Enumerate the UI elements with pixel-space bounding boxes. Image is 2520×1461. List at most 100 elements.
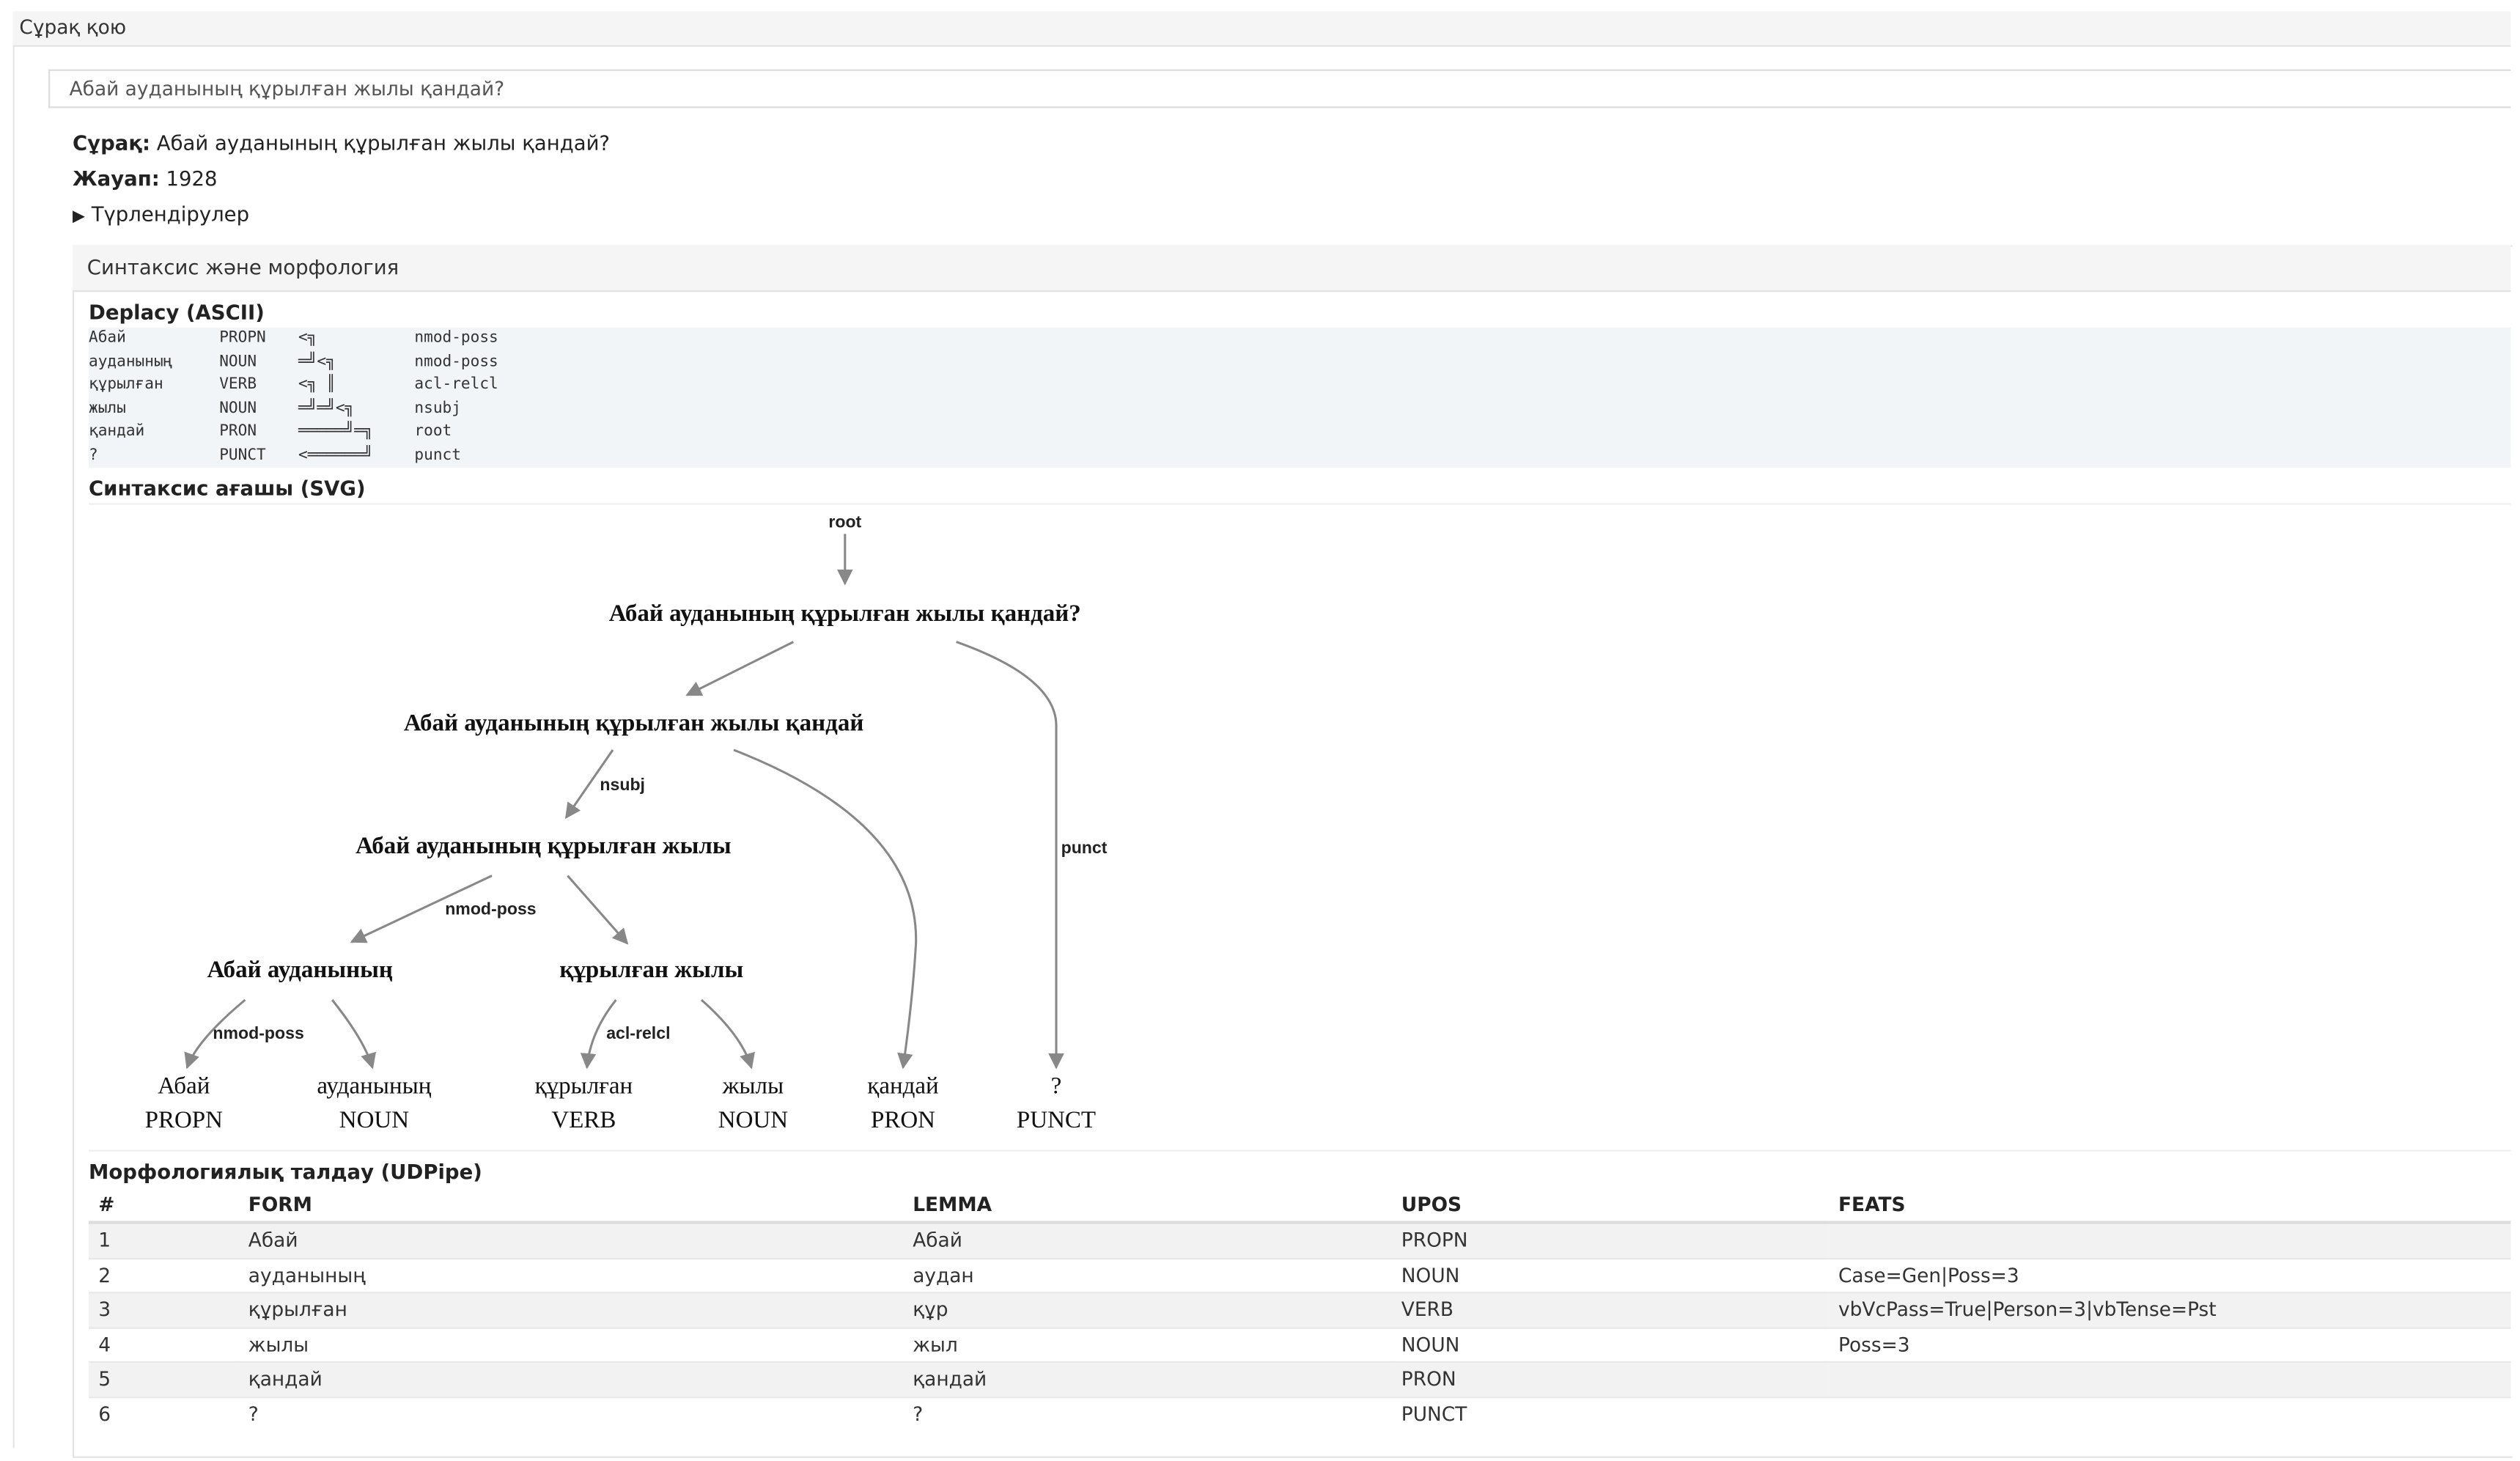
deplacy-upos: PROPN: [219, 328, 266, 347]
tree-leaf-form: құрылған: [535, 1073, 633, 1100]
table-cell: PROPN: [1391, 1221, 1829, 1258]
answer-line: Жауап: 1928: [73, 166, 217, 191]
deplacy-rel: nmod-poss: [414, 328, 498, 347]
section-header: Сұрақ қою: [12, 11, 2511, 47]
answer-label: Жауап:: [73, 166, 160, 191]
tree-panel: [89, 503, 2511, 1152]
question-value: Абай ауданының құрылған жылы қандай?: [156, 130, 611, 155]
tree-leaf-upos: NOUN: [718, 1107, 788, 1133]
column-header: FEATS: [1828, 1188, 2511, 1224]
edge-n3-noun: [331, 999, 377, 1070]
table-cell: 4: [89, 1326, 239, 1362]
table-cell: 1: [89, 1221, 239, 1258]
triangle-right-icon: ▶: [73, 207, 85, 226]
tree-node: құрылған жылы: [559, 957, 743, 983]
divider: [12, 45, 15, 1449]
column-header: FORM: [238, 1188, 904, 1224]
table-cell: ?: [903, 1396, 1392, 1431]
table-cell: қандай: [238, 1361, 904, 1397]
transforms-label: Түрлендірулер: [91, 202, 250, 226]
table-cell: құрылған: [238, 1292, 904, 1328]
table-cell: 5: [89, 1361, 239, 1397]
deplacy-arrows: <══════╝: [298, 446, 373, 465]
table-cell: Case=Gen|Poss=3: [1828, 1256, 2511, 1293]
table-cell: жыл: [903, 1326, 1392, 1362]
table-cell: аудан: [903, 1256, 1392, 1293]
table-cell: қандай: [903, 1361, 1392, 1397]
deplacy-arrows: <╗: [298, 328, 317, 347]
tree-leaf-form: ?: [1051, 1073, 1062, 1100]
tree-leaf-form: жылы: [722, 1073, 784, 1100]
table-cell: vbVcPass=True|Person=3|vbTense=Pst: [1828, 1292, 2511, 1328]
deplacy-arrows: <╗ ║: [298, 376, 336, 394]
edge-label-punct: punct: [1061, 838, 1108, 857]
edge-nsubj: [564, 749, 614, 820]
deplacy-form: ауданының: [89, 352, 173, 371]
edge-label-root: root: [828, 512, 861, 531]
question-line: Сұрақ: Абай ауданының құрылған жылы қанд…: [73, 130, 610, 155]
column-header: UPOS: [1391, 1188, 1829, 1224]
tree-leaf-upos: VERB: [551, 1107, 616, 1133]
table-cell: құр: [903, 1292, 1392, 1328]
edge-n2-n4: [567, 875, 629, 945]
tree-leaf-upos: PROPN: [145, 1107, 224, 1133]
tree-node: Абай ауданының құрылған жылы қандай?: [609, 600, 1081, 627]
table-cell: Poss=3: [1828, 1326, 2511, 1362]
tree-leaf-form: қандай: [867, 1073, 938, 1100]
deplacy-upos: NOUN: [219, 400, 257, 418]
table-cell: жылы: [238, 1326, 904, 1362]
deplacy-form: жылы: [89, 400, 126, 418]
edge-acl-relcl: [580, 999, 617, 1070]
tree-leaf-form: Абай: [158, 1073, 210, 1100]
tree-leaf-upos: PUNCT: [1017, 1107, 1096, 1133]
table-cell: 2: [89, 1256, 239, 1293]
deplacy-row: жылы NOUN ═╝═╝<╗ nsubj: [89, 398, 2510, 422]
tree-node: Абай ауданының: [207, 957, 392, 983]
edge-punct: [956, 641, 1064, 1070]
question-input[interactable]: [48, 69, 2511, 108]
tree-leaf-upos: NOUN: [339, 1107, 409, 1133]
deplacy-upos: NOUN: [219, 352, 257, 371]
deplacy-form: құрылған: [89, 376, 163, 394]
tree-leaf-form: ауданының: [317, 1073, 431, 1100]
deplacy-arrows: ═════╝═╗: [298, 423, 373, 441]
column-header: #: [89, 1188, 239, 1224]
table-cell: 6: [89, 1396, 239, 1431]
tree-node: Абай ауданының құрылған жылы қандай: [404, 710, 864, 737]
edge-n0-n1: [685, 641, 795, 696]
edge-nmod-poss-leaf: [184, 998, 246, 1070]
morph-title: Морфологиялық талдау (UDPipe): [89, 1159, 482, 1184]
table-row: 6??PUNCT: [89, 1396, 2511, 1431]
table-cell: [1828, 1361, 2511, 1397]
table-cell: NOUN: [1391, 1256, 1829, 1293]
edge-label-nsubj: nsubj: [600, 775, 645, 794]
table-cell: VERB: [1391, 1292, 1829, 1328]
table-cell: PUNCT: [1391, 1396, 1829, 1431]
edge-nmod-poss: [350, 875, 493, 943]
table-cell: NOUN: [1391, 1326, 1829, 1362]
deplacy-rel: acl-relcl: [414, 376, 498, 394]
transforms-toggle[interactable]: ▶ Түрлендірулер: [73, 202, 249, 226]
deplacy-arrows: ═╝═╝<╗: [298, 400, 355, 418]
deplacy-form: ?: [89, 446, 98, 465]
edge-label-nmod-poss: nmod-poss: [213, 1023, 303, 1042]
column-header: LEMMA: [903, 1188, 1392, 1224]
deplacy-rel: nsubj: [414, 400, 461, 418]
card-title: Синтаксис және морфология: [86, 254, 399, 279]
deplacy-row: ?PUNCT<══════╝punct: [89, 445, 2510, 468]
deplacy-title: Deplacy (ASCII): [89, 300, 265, 325]
tree-leaf-upos: PRON: [871, 1107, 935, 1133]
table-cell: ?: [238, 1396, 904, 1431]
table-cell: ауданының: [238, 1256, 904, 1293]
